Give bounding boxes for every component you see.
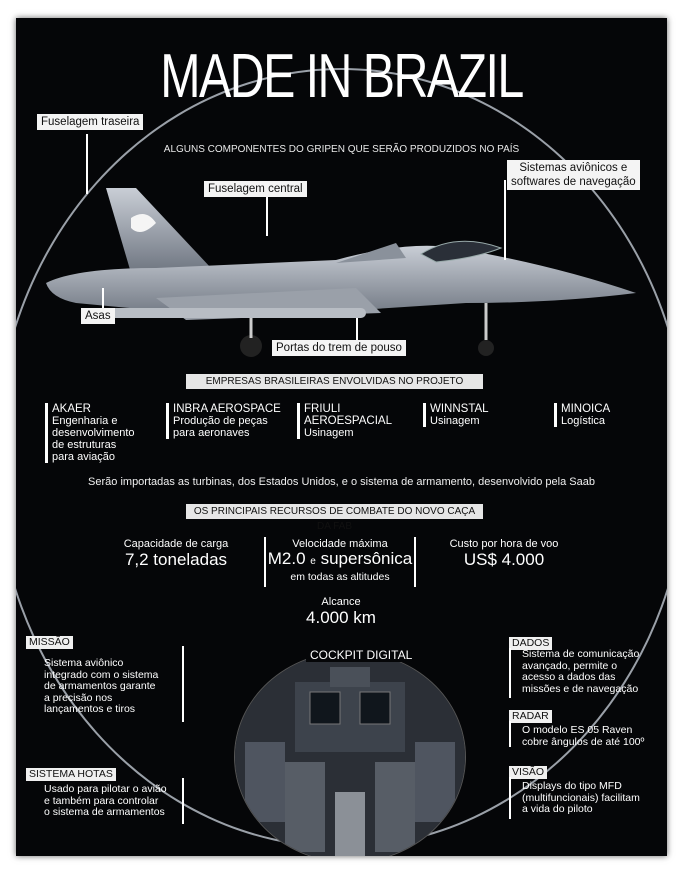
companies-banner: EMPRESAS BRASILEIRAS ENVOLVIDAS NO PROJE… <box>186 374 483 389</box>
label-fuselagem-central: Fuselagem central <box>204 181 307 197</box>
company-name: INBRA AEROSPACE <box>173 403 281 415</box>
hotas-line: e também para controlar <box>44 794 159 807</box>
radar-text: O modelo ES 05 Raven cobre ângulos de at… <box>522 724 645 748</box>
label-portas: Portas do trem de pouso <box>272 340 406 356</box>
label-sistemas-line1: Sistemas aviônicos e <box>519 162 628 174</box>
infographic-frame: MADE IN BRAZIL ALGUNS COMPONENTES DO GRI… <box>16 18 667 856</box>
company-desc: Logística <box>561 415 606 427</box>
hotas-line: o sistema de armamentos <box>44 806 165 818</box>
missao-bracket <box>26 646 184 722</box>
dados-bracket <box>509 648 661 698</box>
company-name: WINNSTAL <box>430 403 489 415</box>
missao-line: Sistema aviônico <box>44 657 124 669</box>
stat-value: 4.000 km <box>306 608 376 627</box>
dados-line: avançado, permite o <box>522 659 618 672</box>
company-desc: Engenharia e <box>52 415 118 427</box>
stat-note: em todas as altitudes <box>290 571 390 583</box>
stat-label: Alcance <box>321 596 361 608</box>
visao-head: VISÃO <box>509 766 548 779</box>
dados-head: DADOS <box>509 637 553 650</box>
stat-label: Velocidade máxima <box>292 538 388 550</box>
label-fuselagem-traseira: Fuselagem traseira <box>37 114 144 130</box>
company-friuli: FRIULI AEROESPACIAL Usinagem <box>297 403 392 439</box>
company-desc: para aeronaves <box>173 427 250 439</box>
company-desc: Usinagem <box>430 415 480 427</box>
company-akaer: AKAER Engenharia e desenvolvimento de es… <box>45 403 135 463</box>
radar-line: O modelo ES 05 Raven <box>522 724 633 736</box>
stat-value: 7,2 toneladas <box>124 550 228 569</box>
stat-velocidade: Velocidade máxima M2.0 e supersônica em … <box>264 537 416 587</box>
stat-label: Custo por hora de voo <box>449 538 559 550</box>
hotas-bracket <box>26 778 184 824</box>
leader-line <box>86 134 88 194</box>
gripen-jet-illustration <box>46 188 636 357</box>
resources-banner: OS PRINCIPAIS RECURSOS DE COMBATE DO NOV… <box>186 504 483 532</box>
stat-value: M2.0 e supersônica <box>266 550 414 571</box>
company-desc: Produção de peças <box>173 415 268 427</box>
leader-line <box>102 288 104 310</box>
missao-text: Sistema aviônico integrado com o sistema… <box>44 657 159 716</box>
stat-value-connector: e <box>310 556 316 567</box>
label-sistemas: Sistemas aviônicos e softwares de navega… <box>507 160 640 190</box>
dados-line: Sistema de comunicação <box>522 648 640 660</box>
leader-line <box>266 196 268 236</box>
company-inbra: INBRA AEROSPACE Produção de peças para a… <box>166 403 281 439</box>
cockpit-illustration <box>235 652 465 856</box>
page-subtitle: ALGUNS COMPONENTES DO GRIPEN QUE SERÃO P… <box>163 144 520 155</box>
company-desc: desenvolvimento <box>52 427 135 439</box>
visao-text: Displays do tipo MFD (multifuncionais) f… <box>522 780 640 816</box>
visao-line: Displays do tipo MFD <box>522 780 622 792</box>
company-desc: de estruturas <box>52 439 117 451</box>
visao-line: a vida do piloto <box>522 803 593 815</box>
stat-label: Capacidade de carga <box>123 538 229 550</box>
stat-value-supersonic: supersônica <box>320 549 413 568</box>
hotas-text: Usado para pilotar o avião e também para… <box>44 783 167 819</box>
stat-value: US$ 4.000 <box>463 550 545 569</box>
stat-value-mach: M2.0 <box>267 549 306 568</box>
radar-bracket <box>509 721 661 747</box>
missao-head: MISSÃO <box>26 636 73 649</box>
dados-line: missões e de navegação <box>522 682 639 695</box>
label-asas: Asas <box>81 308 115 324</box>
company-name: AEROESPACIAL <box>304 415 392 427</box>
company-name: FRIULI <box>304 403 341 415</box>
company-minoica: MINOICA Logística <box>554 403 610 427</box>
hotas-head: SISTEMA HOTAS <box>26 768 116 781</box>
radar-head: RADAR <box>509 710 552 723</box>
missao-line: lançamentos e tiros <box>44 703 136 715</box>
radar-line: cobre ângulos de até 100º <box>522 735 645 748</box>
stat-capacidade: Capacidade de carga 7,2 toneladas <box>106 538 246 570</box>
stat-alcance: Alcance 4.000 km <box>271 596 411 628</box>
dados-text: Sistema de comunicação avançado, permite… <box>522 648 640 695</box>
missao-line: de armamentos garante <box>44 680 156 692</box>
stat-custo: Custo por hora de voo US$ 4.000 <box>434 538 574 570</box>
company-desc: para aviação <box>52 451 115 463</box>
cockpit-title: COCKPIT DIGITAL <box>306 648 417 662</box>
visao-bracket <box>509 777 661 819</box>
cockpit-photo <box>234 651 466 856</box>
visao-line: (multifuncionais) facilitam <box>522 791 640 804</box>
company-winnstal: WINNSTAL Usinagem <box>423 403 489 427</box>
page-title: MADE IN BRAZIL <box>160 42 524 111</box>
leader-line <box>356 318 358 344</box>
missao-line: a precisão nos <box>44 691 113 704</box>
company-name: MINOICA <box>561 403 611 415</box>
dados-line: acesso a dados das <box>522 671 616 683</box>
company-desc: Usinagem <box>304 427 354 439</box>
label-sistemas-line2: softwares de navegação <box>511 176 636 188</box>
imports-note: Serão importadas as turbinas, dos Estado… <box>88 476 595 488</box>
hotas-line: Usado para pilotar o avião <box>44 783 167 795</box>
leader-line <box>504 180 506 260</box>
company-name: AKAER <box>52 403 91 415</box>
missao-line: integrado com o sistema <box>44 668 159 681</box>
